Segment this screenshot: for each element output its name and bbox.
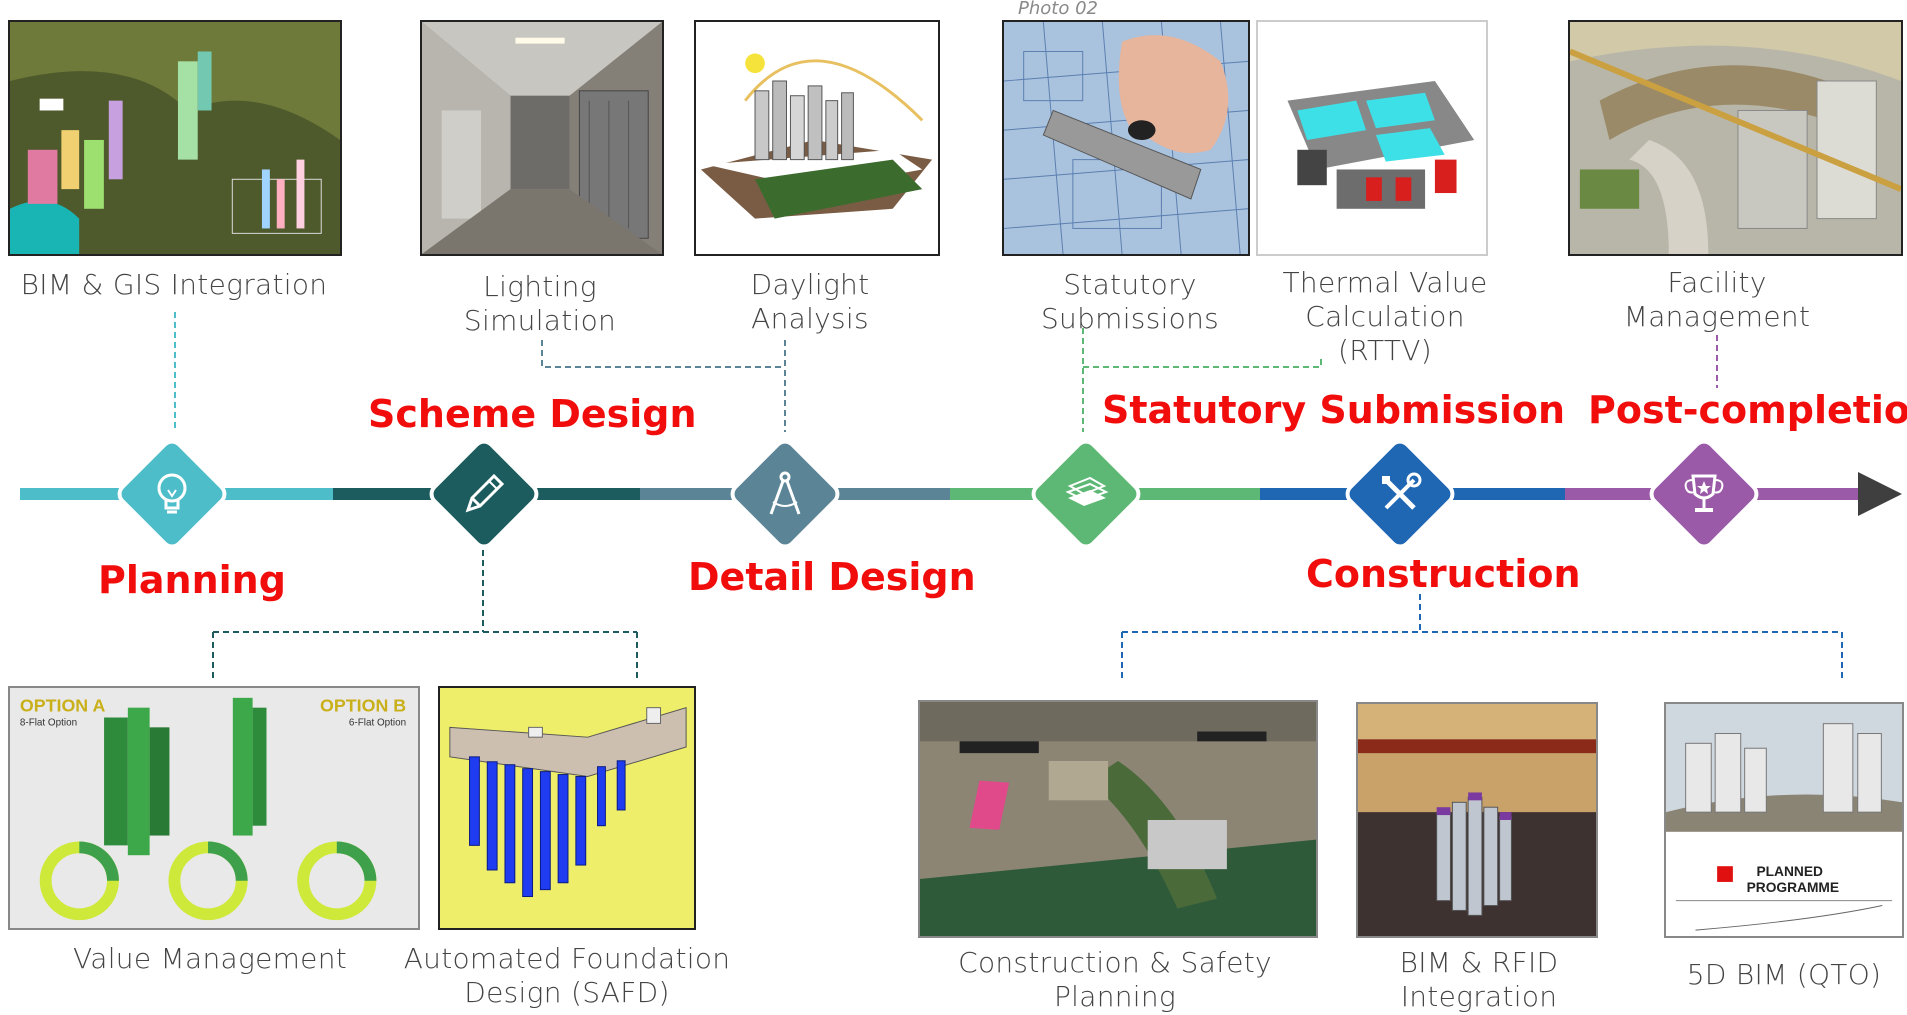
automated-foundation-image <box>438 686 696 930</box>
stage-label-scheme-design: Scheme Design <box>368 392 697 436</box>
caption-line: BIM & RFID <box>1399 946 1559 979</box>
option-a-sub: 8-Flat Option <box>20 717 77 728</box>
caption-line: Analysis <box>751 302 869 335</box>
caption-line: Construction & Safety <box>958 946 1272 979</box>
caption-line: Thermal Value <box>1282 266 1488 299</box>
caption-line: Automated Foundation <box>403 942 731 975</box>
caption-lighting-simulation: Lighting Simulation <box>430 270 650 338</box>
connector-construction <box>1121 594 1843 680</box>
connector-scheme-bottom <box>212 550 638 682</box>
planned-label: PLANNED <box>1756 864 1823 879</box>
stage-label-statutory-submission: Statutory Submission <box>1102 388 1566 432</box>
thermal-value-image <box>1256 20 1488 256</box>
compass-icon <box>731 440 839 548</box>
option-b-label: OPTION B <box>320 696 406 716</box>
caption-line: Management <box>1623 300 1811 333</box>
caption-facility-management: Facility Management <box>1600 266 1834 334</box>
option-a-label: OPTION A <box>20 696 106 716</box>
statutory-submissions-image <box>1002 20 1250 256</box>
caption-automated-foundation: Automated Foundation Design (SAFD) <box>392 942 742 1010</box>
programme-label: PROGRAMME <box>1747 880 1839 895</box>
daylight-analysis-image <box>694 20 940 256</box>
caption-line: Submissions <box>1040 302 1220 335</box>
value-management-image: OPTION A 8-Flat Option OPTION B 6-Flat O… <box>8 686 420 930</box>
caption-line: Facility <box>1667 266 1767 299</box>
caption-line: Design (SAFD) <box>464 976 670 1009</box>
caption-line: Simulation <box>463 304 617 337</box>
documents-icon <box>1032 440 1140 548</box>
construction-safety-image <box>918 700 1318 938</box>
caption-bim-gis: BIM & GIS Integration <box>20 268 328 301</box>
bim-rfid-image <box>1356 702 1598 938</box>
tools-icon <box>1346 440 1454 548</box>
bim-qto-image: PLANNED PROGRAMME <box>1664 702 1904 938</box>
timeline-arrowhead <box>1858 472 1902 516</box>
pencil-icon <box>430 440 538 548</box>
caption-value-management: Value Management <box>72 942 348 975</box>
stage-label-construction: Construction <box>1306 552 1581 596</box>
stage-label-detail-design: Detail Design <box>688 555 976 599</box>
option-b-sub: 6-Flat Option <box>349 717 406 728</box>
caption-qto: 5D BIM (QTO) <box>1686 958 1882 991</box>
caption-line: Integration <box>1400 980 1558 1013</box>
connector-statutory <box>1082 328 1322 432</box>
facility-management-image <box>1568 20 1903 256</box>
connector-detail <box>541 340 786 432</box>
caption-line: Planning <box>1053 980 1177 1013</box>
caption-line: Calculation <box>1305 300 1465 333</box>
bim-gis-image <box>8 20 342 256</box>
stage-label-planning: Planning <box>98 558 286 602</box>
stage-label-post-completion: Post-completion <box>1588 388 1907 432</box>
caption-bim-rfid: BIM & RFID Integration <box>1374 946 1584 1014</box>
photo-label: Photo 02 <box>1018 0 1098 19</box>
caption-line: Lighting <box>483 270 597 303</box>
caption-thermal-value: Thermal Value Calculation (RTTV) <box>1258 266 1512 368</box>
caption-statutory-submissions: Statutory Submissions <box>1020 268 1240 336</box>
lighting-simulation-image <box>420 20 664 256</box>
caption-line: Statutory <box>1063 268 1197 301</box>
caption-construction-safety: Construction & Safety Planning <box>930 946 1300 1014</box>
lightbulb-icon <box>118 440 226 548</box>
caption-daylight-analysis: Daylight Analysis <box>700 268 920 336</box>
caption-line: Daylight <box>750 268 870 301</box>
caption-line: (RTTV) <box>1338 334 1432 367</box>
trophy-icon <box>1650 440 1758 548</box>
